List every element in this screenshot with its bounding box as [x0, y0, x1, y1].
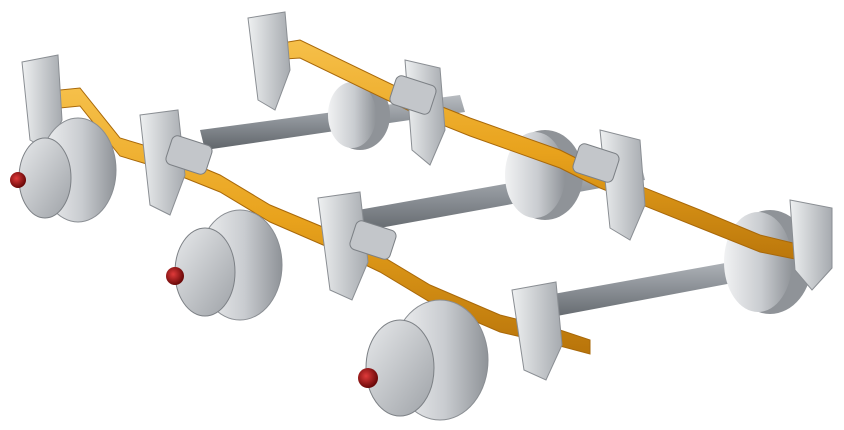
equalizer-far-2 [572, 143, 620, 183]
hanger-bracket-far-3 [599, 129, 646, 241]
hanger-bracket-far-1 [247, 11, 291, 111]
hanger-bracket-near-4 [511, 281, 563, 381]
axle-beam-3 [520, 255, 775, 322]
hub-cap-3 [358, 368, 378, 388]
far-side-assembly [200, 11, 833, 322]
brake-drum-far-1 [328, 80, 390, 150]
hanger-bracket-near-3 [317, 191, 369, 301]
hanger-bracket-near-2 [139, 109, 186, 216]
equalizer-near-1 [165, 135, 213, 175]
near-side-assembly [10, 54, 620, 421]
brake-drum-near-3 [358, 299, 489, 421]
brake-drum-near-2 [166, 209, 283, 321]
hub-cap-2 [166, 267, 184, 285]
brake-drum-near-1 [10, 117, 117, 223]
equalizer-far-1 [389, 75, 437, 115]
hanger-bracket-far-4 [789, 199, 833, 291]
hub-cap-1 [10, 172, 26, 188]
equalizer-near-2 [349, 220, 397, 260]
